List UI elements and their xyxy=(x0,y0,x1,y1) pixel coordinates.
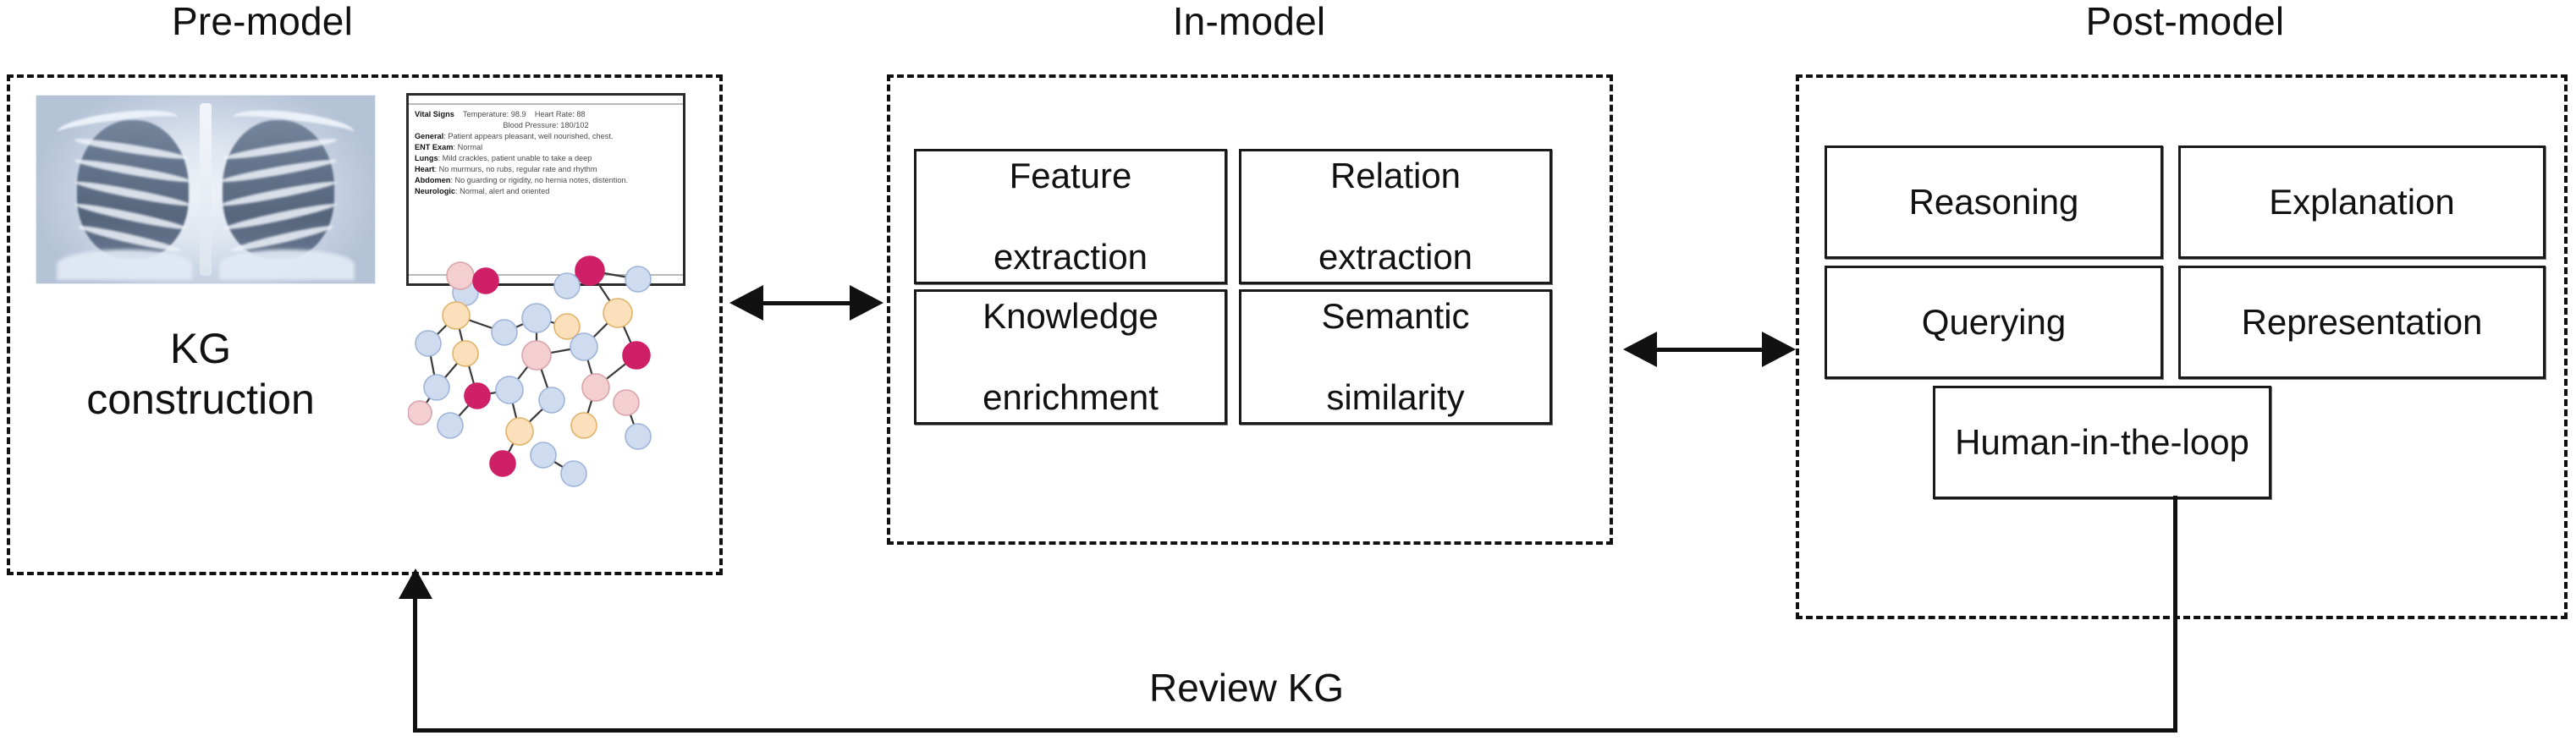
note-label-heart: Heart xyxy=(415,165,435,174)
feedback-label-review-kg: Review KG xyxy=(1149,666,1345,710)
card-semantic-similarity-line1: Semantic xyxy=(1321,296,1470,337)
phase-pre-model: Vital Signs Temperature: 98.9 Heart Rate… xyxy=(7,74,723,575)
card-relation-extraction-line1: Relation xyxy=(1329,156,1461,196)
card-semantic-similarity-line2: similarity xyxy=(1326,376,1465,417)
card-explanation[interactable]: Explanation xyxy=(2178,145,2546,259)
feedback-line-horizontal xyxy=(413,728,2177,733)
card-knowledge-enrichment[interactable]: Knowledge enrichment xyxy=(914,289,1227,425)
note-label-ent: ENT Exam xyxy=(415,143,454,152)
note-top-rule xyxy=(409,96,683,105)
knowledge-graph-image xyxy=(407,252,662,506)
chest-xray-image xyxy=(36,95,376,284)
note-text-lungs: Mild crackles, patient unable to take a … xyxy=(442,154,592,163)
note-vitals-temp: Temperature: 98.9 xyxy=(463,110,526,118)
card-semantic-similarity[interactable]: Semantic similarity xyxy=(1239,289,1552,425)
card-relation-extraction[interactable]: Relation extraction xyxy=(1239,149,1552,284)
card-knowledge-enrichment-line1: Knowledge xyxy=(983,296,1159,337)
note-text: Vital Signs Temperature: 98.9 Heart Rate… xyxy=(415,110,629,196)
note-label-lungs: Lungs xyxy=(415,154,438,163)
feedback-line-vertical-right xyxy=(2173,496,2177,733)
card-feature-extraction-line1: Feature xyxy=(1009,156,1132,196)
card-querying-label: Querying xyxy=(1921,302,2067,343)
card-representation[interactable]: Representation xyxy=(2178,266,2546,379)
feedback-arrowhead-up xyxy=(399,568,432,599)
card-querying[interactable]: Querying xyxy=(1825,266,2163,379)
note-text-abdomen: No guarding or rigidity, no hernia notes… xyxy=(454,176,629,185)
note-vitals-hr: Heart Rate: 88 xyxy=(534,110,586,118)
card-feature-extraction-line2: extraction xyxy=(993,236,1148,277)
note-vitals-bp: Blood Pressure: 180/102 xyxy=(503,121,589,130)
phase-in-model: Feature extraction Relation extraction K… xyxy=(887,74,1613,545)
card-relation-extraction-line2: extraction xyxy=(1318,236,1473,277)
card-explanation-label: Explanation xyxy=(2269,182,2455,222)
card-representation-label: Representation xyxy=(2241,302,2483,343)
kg-label-line2: construction xyxy=(86,376,315,423)
feedback-line-vertical-left xyxy=(413,599,417,733)
clinical-note-image: Vital Signs Temperature: 98.9 Heart Rate… xyxy=(406,93,685,286)
note-bottom-rule xyxy=(409,274,683,283)
note-text-ent: Normal xyxy=(457,143,483,152)
card-feature-extraction[interactable]: Feature extraction xyxy=(914,149,1227,284)
note-vitals-label: Vital Signs xyxy=(415,110,454,118)
kg-construction-label: KG construction xyxy=(36,323,366,425)
note-text-general: Patient appears pleasant, well nourished… xyxy=(448,132,614,141)
kg-label-line1: KG xyxy=(169,325,232,372)
note-label-abdomen: Abdomen xyxy=(415,176,451,185)
phase-post-model: Reasoning Explanation Querying Represent… xyxy=(1796,74,2568,619)
note-text-heart: No murmurs, no rubs, regular rate and rh… xyxy=(438,165,597,174)
card-reasoning-label: Reasoning xyxy=(1908,182,2079,222)
card-reasoning[interactable]: Reasoning xyxy=(1825,145,2163,259)
note-text-neuro: Normal, alert and oriented xyxy=(460,187,550,196)
card-human-in-the-loop[interactable]: Human-in-the-loop xyxy=(1933,386,2271,499)
note-label-neuro: Neurologic xyxy=(415,187,455,196)
title-pre-model: Pre-model xyxy=(172,0,353,43)
card-human-in-the-loop-label: Human-in-the-loop xyxy=(1955,422,2249,463)
note-label-general: General xyxy=(415,132,444,141)
card-knowledge-enrichment-line2: enrichment xyxy=(983,376,1159,417)
title-in-model: In-model xyxy=(1172,0,1326,43)
title-post-model: Post-model xyxy=(2085,0,2285,43)
kg-svg xyxy=(407,255,652,487)
